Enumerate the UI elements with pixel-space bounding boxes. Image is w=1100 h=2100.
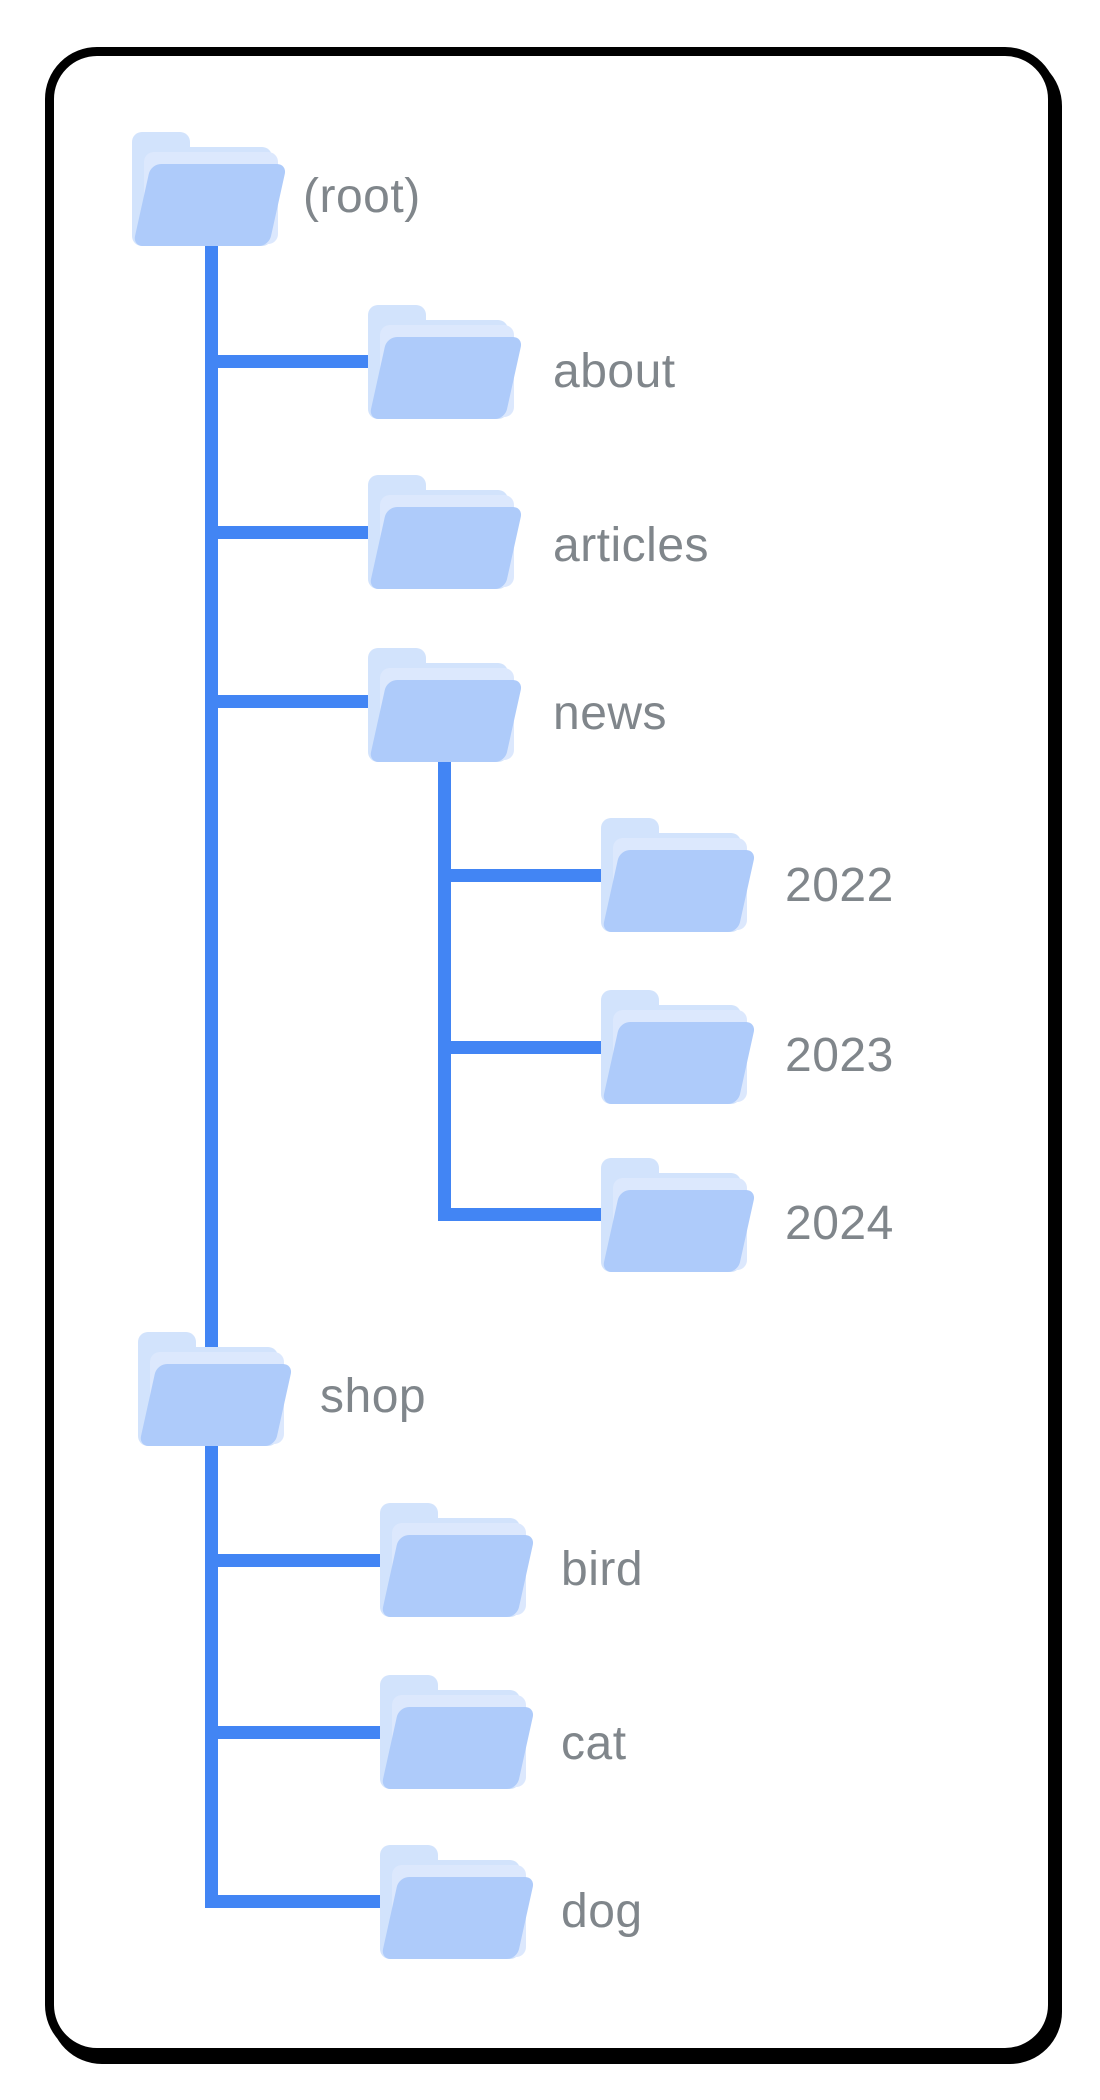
connector-branch-articles — [205, 526, 390, 539]
label-about: about — [553, 345, 676, 398]
folder-icon-articles — [368, 475, 523, 589]
folder-icon-news — [368, 648, 523, 762]
folder-front-panel — [380, 1877, 535, 1959]
connector-branch-dog — [205, 1895, 397, 1908]
folder-front-panel — [368, 680, 523, 762]
folder-icon-shop — [138, 1332, 293, 1446]
connector-branch-2024 — [438, 1208, 622, 1221]
folder-front-panel — [601, 1190, 756, 1272]
connector-branch-bird — [205, 1554, 397, 1567]
connector-trunk-news — [438, 750, 451, 1221]
label-shop: shop — [320, 1370, 427, 1423]
folder-front-panel — [380, 1535, 535, 1617]
connector-branch-cat — [205, 1726, 397, 1739]
folder-icon-dog — [380, 1845, 535, 1959]
connector-branch-2023 — [438, 1041, 622, 1054]
connector-branch-2022 — [438, 869, 622, 882]
label-root: (root) — [303, 170, 421, 223]
folder-front-panel — [601, 1022, 756, 1104]
folder-front-panel — [380, 1707, 535, 1789]
folder-front-panel — [132, 164, 287, 246]
label-2024: 2024 — [785, 1197, 894, 1250]
folder-icon-bird — [380, 1503, 535, 1617]
folder-icon-cat — [380, 1675, 535, 1789]
connector-trunk-root — [205, 240, 218, 1908]
folder-front-panel — [601, 850, 756, 932]
label-2022: 2022 — [785, 859, 894, 912]
folder-icon-root — [132, 132, 287, 246]
folder-icon-2022 — [601, 818, 756, 932]
folder-icon-about — [368, 305, 523, 419]
folder-icon-2024 — [601, 1158, 756, 1272]
folder-front-panel — [368, 507, 523, 589]
connector-branch-about — [205, 355, 390, 368]
label-cat: cat — [561, 1717, 627, 1770]
label-bird: bird — [561, 1543, 644, 1596]
folder-icon-2023 — [601, 990, 756, 1104]
label-news: news — [553, 687, 668, 740]
label-articles: articles — [553, 519, 710, 572]
folder-front-panel — [368, 337, 523, 419]
connector-branch-news — [205, 695, 390, 708]
label-dog: dog — [561, 1885, 643, 1938]
label-2023: 2023 — [785, 1029, 894, 1082]
folder-front-panel — [138, 1364, 293, 1446]
